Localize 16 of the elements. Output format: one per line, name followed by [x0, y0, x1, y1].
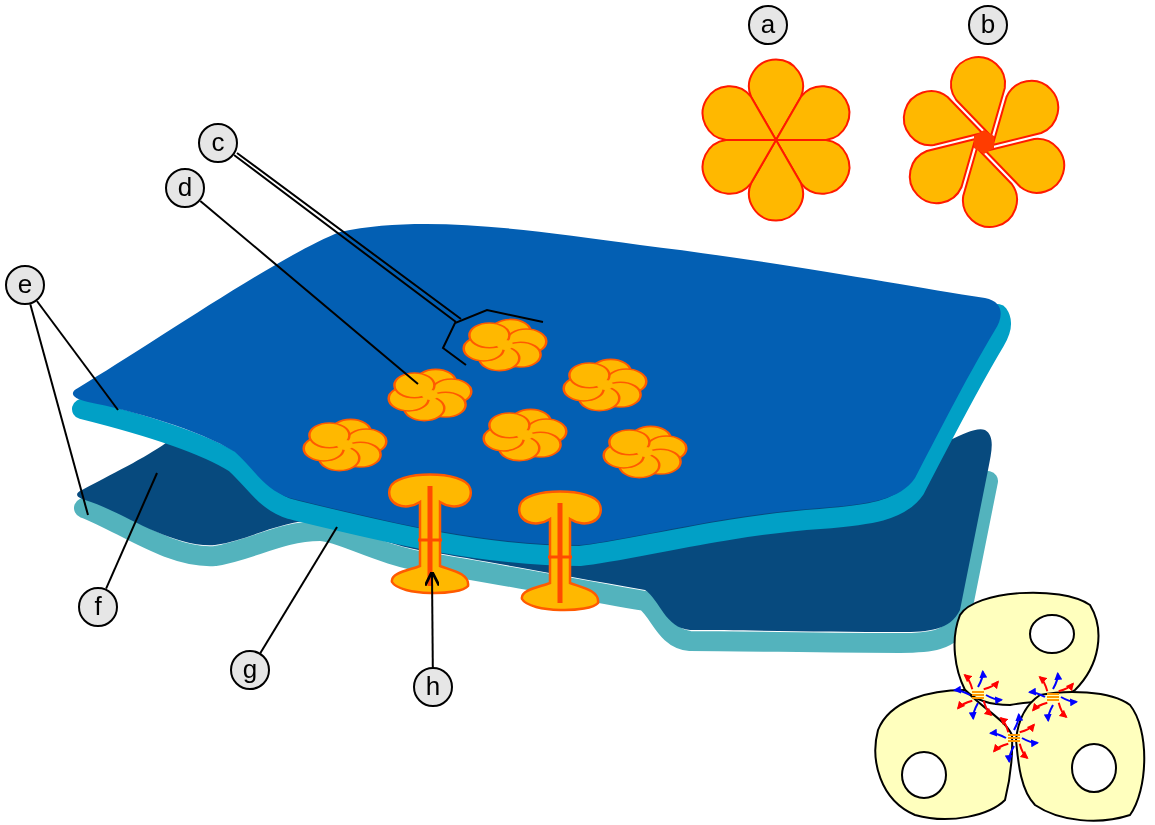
- leader-line: [199, 199, 419, 385]
- leader-line: [259, 526, 338, 654]
- membrane-edge: [72, 304, 1011, 566]
- leader-line: [233, 152, 462, 323]
- leader-line: [105, 472, 158, 590]
- leader-line: [423, 570, 441, 668]
- leader-line: [35, 300, 119, 411]
- callout-letter: c: [198, 123, 238, 163]
- callout-letter: h: [413, 667, 453, 707]
- leader-line: [29, 303, 89, 516]
- callout-letter: d: [165, 168, 205, 208]
- callout-letter: a: [748, 5, 788, 45]
- membrane-edge: [74, 471, 998, 653]
- callout-letter: b: [968, 5, 1008, 45]
- callout-letter: g: [230, 650, 270, 690]
- callout-letter: e: [5, 265, 45, 305]
